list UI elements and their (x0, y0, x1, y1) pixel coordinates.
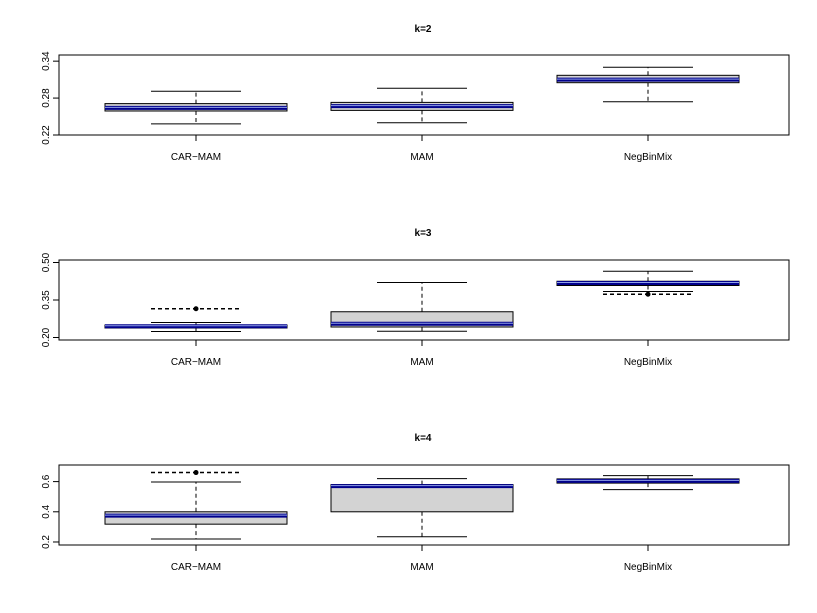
x-tick-label: MAM (410, 562, 433, 573)
x-tick-label: MAM (410, 152, 433, 163)
y-tick-label: 0.50 (41, 252, 52, 272)
x-tick-label: CAR−MAM (171, 562, 221, 573)
plot-area: 0.22 0.28 0.34 (41, 51, 740, 145)
y-tick-label: 0.20 (41, 327, 52, 347)
panel-title: k=4 (415, 433, 432, 444)
x-tick-label: NegBinMix (624, 152, 672, 163)
plot-area: 0.2 0.4 0.6 (41, 470, 740, 551)
plot-frame (58, 464, 790, 546)
x-tick-label: MAM (410, 357, 433, 368)
panel-k3: k=3 0.20 0.35 0.50 CAR−MAM MAM NegBinMix (41, 228, 790, 368)
panel-title: k=2 (415, 24, 432, 35)
outlier-point (645, 291, 651, 297)
x-tick-label: CAR−MAM (171, 152, 221, 163)
outlier-point (193, 306, 199, 312)
y-tick-label: 0.6 (41, 474, 52, 488)
y-tick-label: 0.35 (41, 290, 52, 310)
panel-title: k=3 (415, 228, 432, 239)
panel-k4: k=4 0.2 0.4 0.6 CAR−MAM MAM NegBinMix (41, 433, 790, 573)
y-tick-label: 0.2 (41, 535, 52, 549)
y-tick-label: 0.4 (41, 504, 52, 518)
panel-k2: k=2 0.22 0.28 0.34 CAR−MAM MAM NegBinMix (41, 24, 790, 163)
plot-frame (58, 54, 790, 136)
plot-area: 0.20 0.35 0.50 (41, 252, 740, 347)
y-tick-label: 0.22 (41, 125, 52, 145)
y-tick-label: 0.28 (41, 88, 52, 108)
outlier-point (193, 470, 199, 476)
x-tick-label: NegBinMix (624, 357, 672, 368)
x-tick-label: CAR−MAM (171, 357, 221, 368)
iqr-box (330, 484, 514, 513)
y-tick-label: 0.34 (41, 51, 52, 71)
x-tick-label: NegBinMix (624, 562, 672, 573)
